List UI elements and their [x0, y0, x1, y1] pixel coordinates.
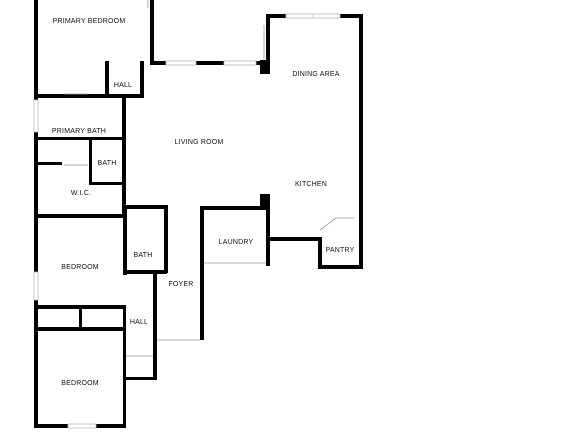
label-kitchen: KITCHEN [295, 181, 327, 188]
label-hall-bottom: HALL [130, 319, 148, 326]
label-primary-bedroom: PRIMARY BEDROOM [53, 18, 126, 25]
label-foyer: FOYER [168, 281, 193, 288]
label-primary-bath: PRIMARY BATH [52, 128, 106, 135]
label-laundry: LAUNDRY [219, 239, 254, 246]
room-labels: PRIMARY BEDROOM HALL DINING AREA PRIMARY… [52, 18, 355, 387]
windows [33, 13, 341, 429]
label-bedroom-1: BEDROOM [61, 264, 99, 271]
label-bath-small: BATH [98, 160, 117, 167]
walls [34, 0, 363, 428]
label-hall-top: HALL [114, 82, 132, 89]
label-bath-mid: BATH [134, 252, 153, 259]
label-bedroom-2: BEDROOM [61, 380, 99, 387]
label-wic: W.I.C. [71, 190, 91, 197]
doors [64, 0, 354, 357]
label-pantry: PANTRY [326, 247, 355, 254]
label-living-room: LIVING ROOM [175, 139, 224, 146]
label-dining-area: DINING AREA [292, 71, 339, 78]
